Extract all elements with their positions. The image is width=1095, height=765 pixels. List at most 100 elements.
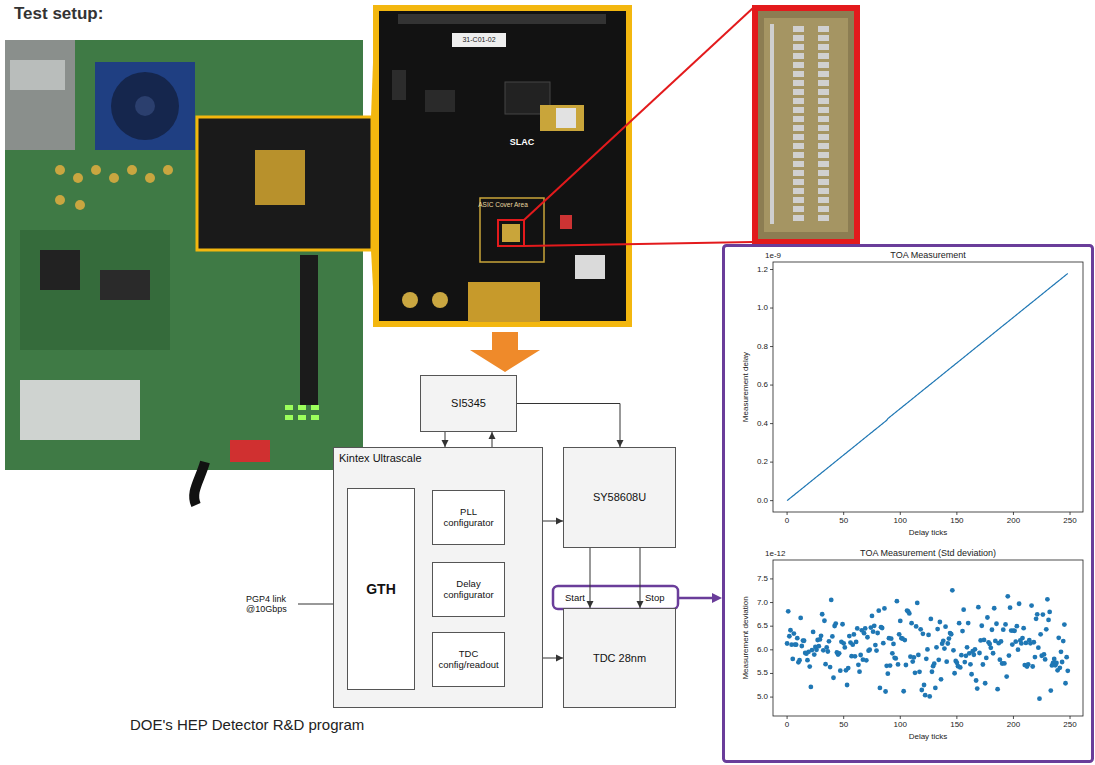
data-point	[1064, 655, 1069, 660]
pad	[818, 89, 829, 95]
data-point	[933, 686, 938, 691]
pad	[793, 215, 804, 221]
pad	[818, 125, 829, 131]
pcb	[5, 40, 363, 470]
pad	[793, 206, 804, 212]
pad	[793, 125, 804, 131]
pad	[818, 44, 829, 50]
connector	[587, 548, 594, 608]
pad	[818, 170, 829, 176]
tick-label: 50	[839, 516, 848, 525]
data-point	[816, 644, 821, 649]
data-point	[983, 681, 988, 686]
data-point	[825, 649, 830, 654]
header	[300, 255, 318, 405]
pads	[793, 26, 829, 221]
data-point	[822, 618, 827, 623]
tick	[770, 673, 773, 674]
data-point	[936, 657, 941, 662]
tick-label: 250	[1063, 516, 1076, 525]
board-id: 31-C01-02	[462, 36, 495, 44]
data-point	[995, 687, 1000, 692]
data-point	[865, 635, 870, 640]
data-point	[919, 688, 924, 693]
data-point	[790, 657, 795, 662]
flex-area	[255, 150, 305, 205]
data-point	[812, 652, 817, 657]
caption: DOE's HEP Detector R&D program	[130, 716, 364, 733]
data-point	[927, 694, 932, 699]
chip-frame	[755, 8, 857, 242]
data-point	[874, 648, 879, 653]
data-point	[830, 634, 835, 639]
data-point	[1020, 636, 1025, 641]
tick-label: 5.5	[757, 669, 768, 678]
data-point	[914, 624, 919, 629]
tick	[843, 512, 844, 515]
tick-label: 6.5	[757, 622, 768, 631]
data-point	[921, 631, 926, 636]
qr-code	[556, 108, 576, 128]
data-point	[1001, 627, 1006, 632]
pad	[793, 161, 804, 167]
pad	[793, 62, 804, 68]
data-point	[1008, 605, 1013, 610]
connector-line	[517, 404, 620, 448]
plot-frame	[773, 262, 1083, 512]
data-point	[909, 621, 914, 626]
pad	[818, 188, 829, 194]
pad	[793, 44, 804, 50]
tick	[770, 385, 773, 386]
data-point	[851, 632, 856, 637]
data-point	[837, 651, 842, 656]
data-point	[913, 670, 918, 675]
data-point	[939, 677, 944, 682]
data-point	[958, 665, 963, 670]
tick-label: 0.6	[757, 380, 768, 389]
data-point	[915, 601, 920, 606]
pad	[818, 107, 829, 113]
data-point	[962, 660, 967, 665]
data-point	[1017, 601, 1022, 606]
asic-die	[502, 224, 520, 242]
component	[425, 90, 455, 112]
chip-photo	[755, 8, 857, 242]
signal-label: Start	[564, 593, 586, 604]
data-point	[974, 678, 979, 683]
data-point	[935, 627, 940, 632]
data-point	[951, 648, 956, 653]
switch	[230, 440, 270, 462]
data-point	[942, 646, 947, 651]
tick-label: 200	[1007, 516, 1020, 525]
data-point	[907, 611, 912, 616]
arrowhead	[556, 655, 563, 662]
data-point	[1034, 616, 1039, 621]
pad	[818, 62, 829, 68]
pad	[793, 116, 804, 122]
chart-title: TOA Measurement (Std deviation)	[860, 548, 996, 558]
data-point	[1016, 647, 1021, 652]
data-point	[930, 669, 935, 674]
data-point	[1052, 657, 1057, 662]
data-point	[1033, 655, 1038, 660]
data-point	[979, 623, 984, 628]
data-point	[877, 685, 882, 690]
arrowhead	[442, 440, 449, 447]
node-text: TDC 28nm	[593, 652, 646, 665]
data-point	[990, 627, 995, 632]
data-point	[968, 662, 973, 667]
data-point	[893, 656, 898, 661]
data-point	[1060, 660, 1065, 665]
data-point	[1046, 618, 1051, 623]
tick	[770, 626, 773, 627]
connector-block	[5, 40, 75, 150]
data-point	[798, 616, 803, 621]
data-point	[999, 639, 1004, 644]
tick-label: 150	[950, 720, 963, 729]
data-point	[807, 664, 812, 669]
config-box: PLL configurator	[432, 490, 505, 545]
arrowhead	[587, 601, 594, 608]
data-point	[985, 615, 990, 620]
pad	[793, 53, 804, 59]
